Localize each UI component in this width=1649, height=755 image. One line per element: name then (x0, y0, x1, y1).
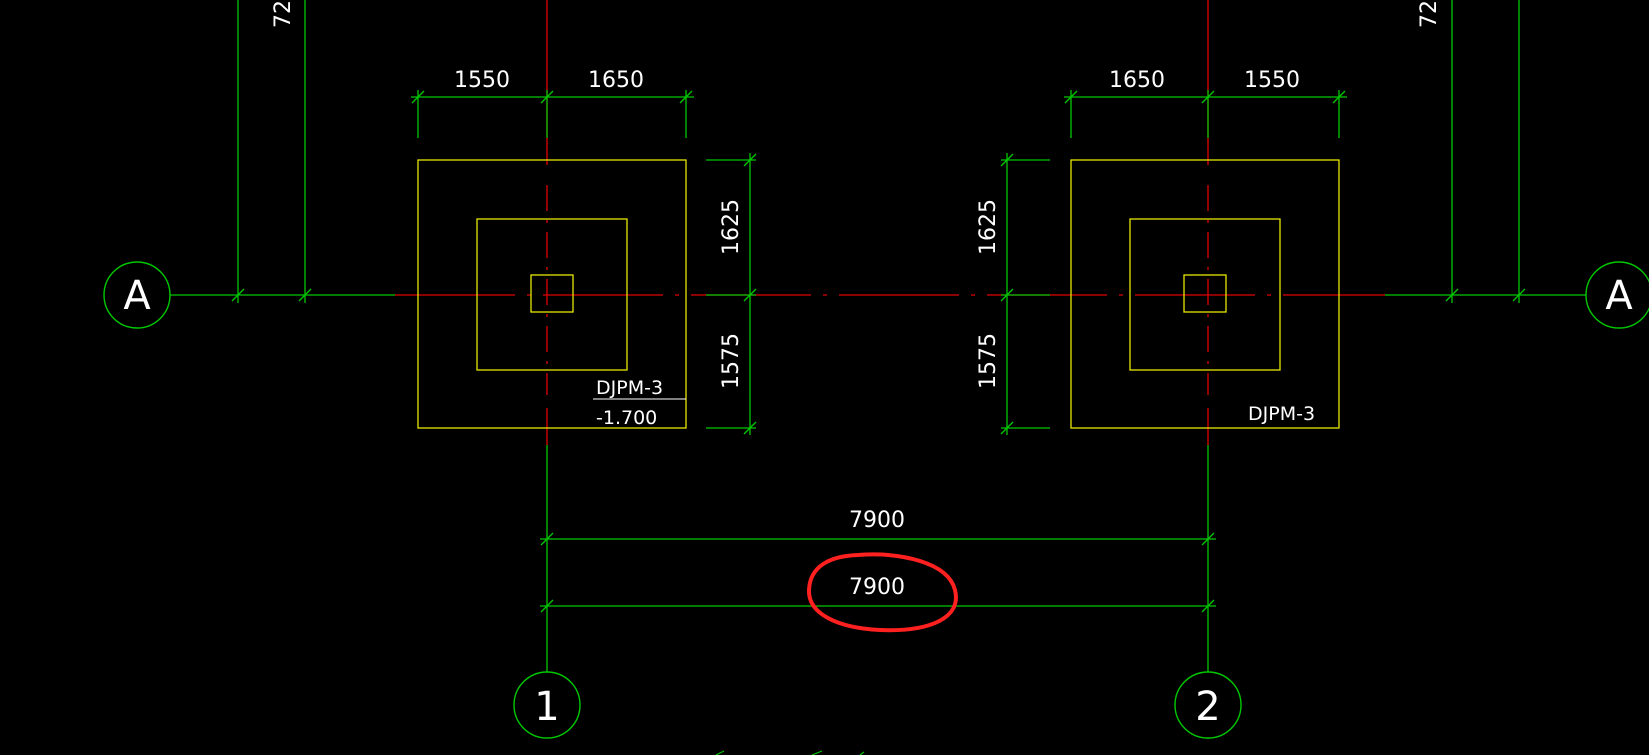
footing-right-step (1129, 218, 1281, 371)
grid-label-1: 1 (534, 684, 559, 730)
footing-left-base (417, 159, 687, 429)
footing-right-dim-vertical (1000, 153, 1050, 435)
footing-right-dim-right-text: 1550 (1244, 68, 1300, 93)
footing-left-dim-upper-text: 1625 (719, 199, 744, 255)
spacing-dim-upper (540, 532, 1216, 546)
footing-right-column (1183, 274, 1227, 313)
grid-label-a-right: A (1605, 273, 1633, 319)
footing-left-column (530, 274, 574, 313)
footing-right-dim-left-text: 1650 (1109, 68, 1165, 93)
spacing-dim-lower (540, 599, 1216, 613)
footing-left-step (476, 218, 628, 371)
partial-dimension-top-right (1445, 0, 1526, 303)
footing-right-tag: DJPM-3 (1248, 403, 1315, 425)
partial-dimension-top-left (231, 0, 312, 303)
grid-label-a-left: A (123, 273, 151, 319)
spacing-dim-lower-text[interactable]: 7900 (849, 575, 905, 600)
footing-left[interactable]: DJPM-3 -1.700 (417, 159, 687, 429)
footing-left-dim-right-text: 1650 (588, 68, 644, 93)
footing-right-base (1070, 159, 1340, 429)
footing-left-tag: DJPM-3 (596, 377, 663, 399)
footing-left-dim-horizontal (411, 90, 694, 138)
grid-bubble-1[interactable]: 1 (513, 445, 581, 739)
footing-left-elevation: -1.700 (596, 407, 657, 429)
spacing-dim-upper-text: 7900 (849, 508, 905, 533)
partial-dim-text-top-left: 72 (271, 0, 296, 28)
footing-left-dim-vertical (706, 153, 757, 435)
footing-left-dim-left-text: 1550 (454, 68, 510, 93)
footing-right-dim-lower-text: 1575 (976, 333, 1001, 389)
grid-label-2: 2 (1195, 684, 1220, 730)
grid-bubble-circle (1174, 671, 1242, 739)
footing-left-dim-lower-text: 1575 (719, 333, 744, 389)
grid-bubble-2[interactable]: 2 (1174, 445, 1242, 739)
partial-dim-text-top-right: 72 (1417, 0, 1442, 28)
grid-bubble-a-left[interactable]: A (103, 261, 395, 329)
grid-bubble-circle (513, 671, 581, 739)
footing-right-dim-upper-text: 1625 (976, 199, 1001, 255)
footing-right[interactable]: DJPM-3 (1070, 159, 1340, 429)
footing-right-dim-horizontal (1064, 90, 1347, 138)
highlight-circle-annotation (806, 552, 958, 633)
grid-bubble-a-right[interactable]: A (1385, 261, 1649, 329)
